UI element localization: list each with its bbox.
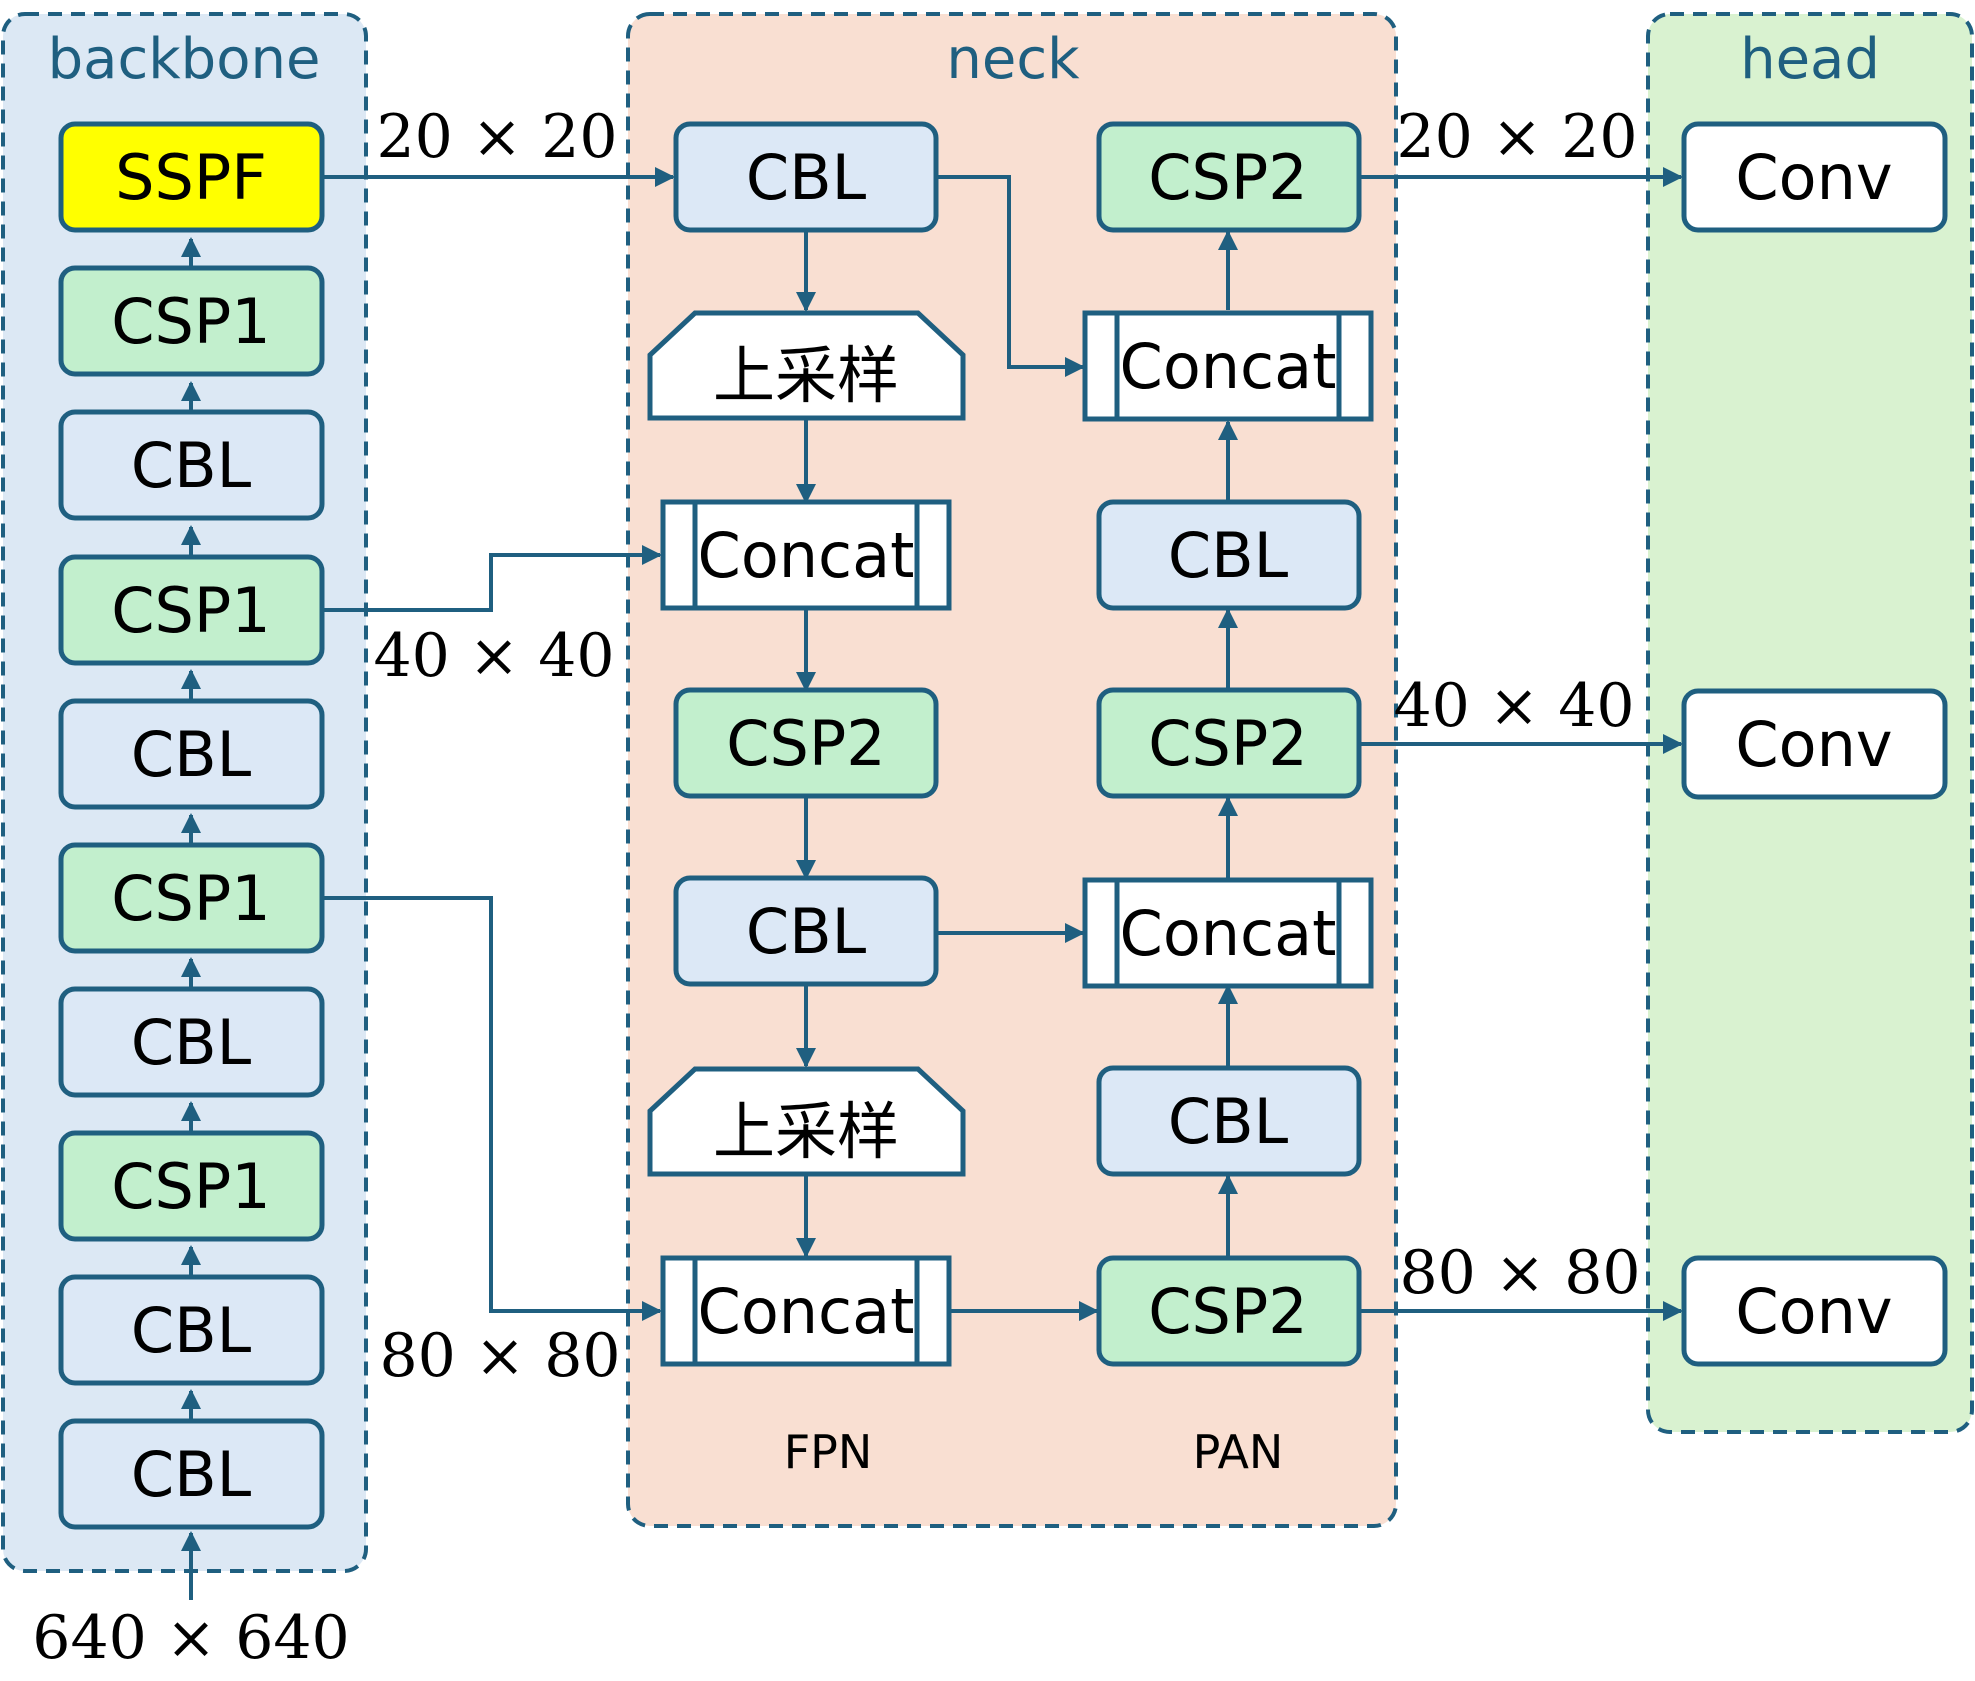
head-title: head	[1740, 27, 1880, 92]
input-size-label: 640 × 640	[32, 1603, 349, 1673]
pan-label: PAN	[1193, 1425, 1284, 1479]
fpn-concat-block: Concat	[660, 499, 952, 611]
backbone-cbl-block: CBL	[58, 1274, 325, 1386]
svg-text:CBL: CBL	[1168, 519, 1289, 592]
svg-text:CSP2: CSP2	[1148, 707, 1307, 780]
svg-text:Concat: Concat	[1120, 330, 1337, 403]
svg-text:CBL: CBL	[131, 1438, 252, 1511]
pan-concat-block: Concat	[1082, 310, 1374, 422]
out-size-label-40: 40 × 40	[1393, 671, 1634, 741]
pan-csp2-block: CSP2	[1096, 687, 1362, 799]
svg-text:CBL: CBL	[131, 1294, 252, 1367]
fpn-csp2-block: CSP2	[673, 687, 939, 799]
backbone-cbl-block: CBL	[58, 1418, 325, 1530]
svg-text:CSP1: CSP1	[111, 1150, 270, 1223]
svg-text:CBL: CBL	[1168, 1085, 1289, 1158]
fpn-cbl-block: CBL	[673, 121, 939, 233]
neck-title: neck	[946, 27, 1080, 92]
backbone-csp1-block: CSP1	[58, 554, 325, 666]
svg-text:CBL: CBL	[746, 895, 867, 968]
backbone-csp1-block: CSP1	[58, 265, 325, 377]
out-size-label-80: 80 × 80	[1399, 1238, 1640, 1308]
arrow-csp1-to-concat1	[322, 545, 662, 612]
svg-text:CBL: CBL	[131, 718, 252, 791]
svg-text:CSP2: CSP2	[1148, 1275, 1307, 1348]
head-conv-block: Conv	[1681, 121, 1948, 233]
size-label-20: 20 × 20	[376, 102, 617, 172]
pan-csp2-block: CSP2	[1096, 121, 1362, 233]
head-conv-block: Conv	[1681, 1255, 1948, 1367]
head-conv-block: Conv	[1681, 688, 1948, 800]
svg-text:CSP1: CSP1	[111, 862, 270, 935]
pan-cbl-block: CBL	[1096, 1065, 1362, 1177]
svg-text:Conv: Conv	[1735, 1275, 1892, 1348]
backbone-sspf-block: SSPF	[58, 121, 325, 233]
svg-text:上采样: 上采样	[713, 339, 899, 412]
arrow-cbl-to-pan-concat-top	[936, 175, 1085, 377]
svg-text:SSPF: SSPF	[115, 141, 267, 214]
fpn-upsample-block: 上采样	[647, 1066, 966, 1177]
pan-csp2-block: CSP2	[1096, 1255, 1362, 1367]
svg-text:CSP1: CSP1	[111, 574, 270, 647]
backbone-cbl-block: CBL	[58, 698, 325, 810]
fpn-upsample-block: 上采样	[647, 310, 966, 421]
arrow-csp1-to-concat2	[322, 896, 662, 1321]
backbone-cbl-block: CBL	[58, 986, 325, 1098]
svg-text:Conv: Conv	[1735, 141, 1892, 214]
svg-text:Concat: Concat	[698, 519, 915, 592]
svg-text:CBL: CBL	[746, 141, 867, 214]
svg-text:CSP2: CSP2	[726, 707, 885, 780]
backbone-csp1-block: CSP1	[58, 1130, 325, 1242]
svg-text:Concat: Concat	[1120, 897, 1337, 970]
size-label-80: 80 × 80	[379, 1321, 620, 1391]
connectors	[181, 167, 1683, 1600]
svg-text:Concat: Concat	[698, 1275, 915, 1348]
svg-text:CBL: CBL	[131, 1006, 252, 1079]
pan-concat-block: Concat	[1082, 877, 1374, 989]
pan-cbl-block: CBL	[1096, 499, 1362, 611]
svg-text:CSP2: CSP2	[1148, 141, 1307, 214]
svg-text:CSP1: CSP1	[111, 285, 270, 358]
fpn-cbl-block: CBL	[673, 875, 939, 987]
out-size-label-20: 20 × 20	[1396, 102, 1637, 172]
fpn-concat-block: Concat	[660, 1255, 952, 1367]
backbone-title: backbone	[48, 27, 321, 92]
backbone-csp1-block: CSP1	[58, 842, 325, 954]
svg-text:上采样: 上采样	[713, 1095, 899, 1168]
size-label-40: 40 × 40	[373, 621, 614, 691]
svg-text:Conv: Conv	[1735, 708, 1892, 781]
fpn-label: FPN	[784, 1425, 873, 1479]
svg-text:CBL: CBL	[131, 429, 252, 502]
backbone-cbl-block: CBL	[58, 409, 325, 521]
